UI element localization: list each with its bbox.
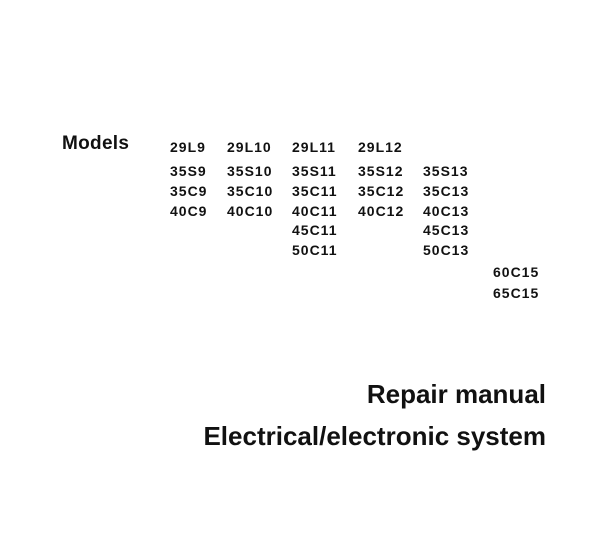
model-45C13: 45C13 xyxy=(423,222,470,238)
model-35S9: 35S9 xyxy=(170,163,207,179)
model-29L12: 29L12 xyxy=(358,139,403,155)
model-35C9: 35C9 xyxy=(170,183,208,199)
model-35C11: 35C11 xyxy=(292,183,338,199)
model-60C15: 60C15 xyxy=(493,264,540,280)
model-40C9: 40C9 xyxy=(170,203,208,219)
model-29L10: 29L10 xyxy=(227,139,272,155)
model-35S11: 35S11 xyxy=(292,163,337,179)
models-label: Models xyxy=(62,133,130,154)
model-50C11: 50C11 xyxy=(292,242,338,258)
model-35C12: 35C12 xyxy=(358,183,405,199)
model-35C13: 35C13 xyxy=(423,183,470,199)
model-35S13: 35S13 xyxy=(423,163,469,179)
model-29L9: 29L9 xyxy=(170,139,206,155)
model-40C13: 40C13 xyxy=(423,203,470,219)
model-40C11: 40C11 xyxy=(292,203,338,219)
model-35S10: 35S10 xyxy=(227,163,273,179)
title-electrical-system: Electrical/electronic system xyxy=(203,421,546,451)
model-40C12: 40C12 xyxy=(358,203,405,219)
model-29L11: 29L11 xyxy=(292,139,336,155)
model-35C10: 35C10 xyxy=(227,183,274,199)
model-45C11: 45C11 xyxy=(292,222,338,238)
title-repair-manual: Repair manual xyxy=(366,379,546,409)
model-35S12: 35S12 xyxy=(358,163,404,179)
model-50C13: 50C13 xyxy=(423,242,470,258)
model-65C15: 65C15 xyxy=(493,285,540,301)
model-40C10: 40C10 xyxy=(227,203,274,219)
